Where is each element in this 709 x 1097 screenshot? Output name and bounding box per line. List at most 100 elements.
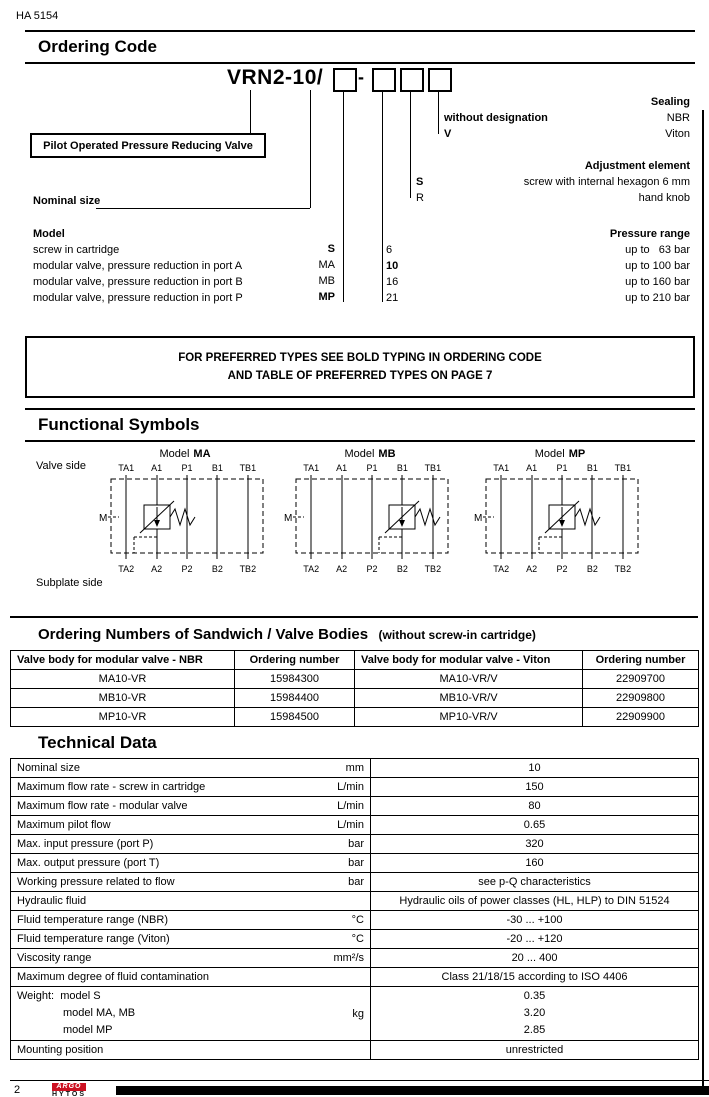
model-desc: modular valve, pressure reduction in por… (33, 292, 243, 304)
technical-data-title: Technical Data (38, 733, 157, 752)
table-row: Max. input pressure (port P)bar 320 (10, 834, 699, 854)
connector-line (250, 90, 251, 133)
table-row: MA10-VR 15984300 MA10-VR/V 22909700 (10, 669, 699, 689)
port-label: A1 (526, 463, 538, 473)
sealing-code: V (444, 128, 452, 140)
param-value: 80 (370, 796, 699, 816)
note-line-1: FOR PREFERRED TYPES SEE BOLD TYPING IN O… (178, 352, 542, 364)
param-value: 20 ... 400 (370, 948, 699, 968)
pressure-code: 16 (386, 276, 399, 288)
port-label: P1 (181, 463, 193, 473)
table-row: MB10-VR 15984400 MB10-VR/V 22909800 (10, 688, 699, 708)
bottom-port-labels: TA2 A2 P2 B2 TB2 (111, 564, 263, 576)
weight-value: 0.35 (523, 990, 546, 1002)
cell: Fluid temperature range (NBR)°C (10, 910, 371, 930)
cell: Weight: model S model MA, MB model MP kg (10, 986, 371, 1041)
param-unit: L/min (337, 781, 364, 793)
connector-line (343, 90, 344, 302)
top-port-labels: TA1 A1 P1 B1 TB1 (486, 463, 638, 475)
hydraulic-symbol-mb: M (284, 475, 449, 559)
param-label: Viscosity range (17, 952, 92, 964)
weight-value: 3.20 (523, 1007, 546, 1019)
weight-value: 2.85 (523, 1024, 546, 1036)
table-row: Fluid temperature range (Viton)°C -20 ..… (10, 929, 699, 949)
port-label: P1 (556, 463, 568, 473)
sandwich-title-suffix: (without screw-in cartridge) (378, 628, 536, 642)
param-unit: bar (348, 876, 364, 888)
port-label: A2 (151, 564, 163, 574)
param-value: 0.65 (370, 815, 699, 835)
cell: 15984500 (234, 707, 355, 727)
pressure-code: 21 (386, 292, 399, 304)
sandwich-table: Valve body for modular valve - NBR Order… (10, 650, 699, 727)
param-unit: kg (352, 1007, 364, 1020)
port-label: B1 (396, 463, 408, 473)
logo-argo-text: ARGO (52, 1083, 86, 1091)
param-label: Nominal size (17, 762, 80, 774)
logo-hytos-text: HYTOS (52, 1091, 86, 1097)
sealing-label: Viton (665, 128, 690, 140)
param-label: Mounting position (17, 1044, 104, 1056)
table-row: Max. output pressure (port T)bar 160 (10, 853, 699, 873)
param-value: 10 (370, 758, 699, 778)
port-label: B2 (211, 564, 223, 574)
param-label: Fluid temperature range (Viton) (17, 933, 170, 945)
pressure-label: up to 160 bar (625, 276, 690, 288)
port-label: P2 (366, 564, 378, 574)
model-code: MP (318, 291, 336, 303)
port-label: A2 (336, 564, 348, 574)
param-label: Max. output pressure (port T) (17, 857, 160, 869)
model-desc: modular valve, pressure reduction in por… (33, 260, 243, 272)
pressure-code: 6 (386, 244, 393, 256)
cell: MA10-VR/V (354, 669, 583, 689)
reducing-valve-symbol (133, 475, 196, 559)
model-code: S (327, 243, 335, 255)
model-desc: screw in cartridge (33, 244, 120, 256)
pressure-label: up to 100 bar (625, 260, 690, 272)
port-label: P1 (366, 463, 378, 473)
adjustment-code: R (416, 192, 424, 204)
param-label: Max. input pressure (port P) (17, 838, 154, 850)
weight-label-line: model MP (63, 1024, 113, 1036)
code-box-pressure-range (372, 68, 396, 92)
cell: 22909900 (582, 707, 699, 727)
model-word: Model (159, 448, 190, 460)
cell: 22909800 (582, 688, 699, 708)
col-header: Ordering number (234, 650, 355, 670)
table-row-weight: Weight: model S model MA, MB model MP kg… (10, 986, 699, 1041)
model-word: Model (344, 448, 375, 460)
nominal-size-label: Nominal size (33, 195, 101, 207)
cell: 15984300 (234, 669, 355, 689)
connector-line (410, 90, 411, 198)
subplate-side-label: Subplate side (36, 577, 103, 589)
param-unit: L/min (337, 819, 364, 831)
cell: 15984400 (234, 688, 355, 708)
gauge-port-label: M (99, 513, 107, 524)
bottom-port-labels: TA2 A2 P2 B2 TB2 (486, 564, 638, 576)
preferred-types-note: FOR PREFERRED TYPES SEE BOLD TYPING IN O… (25, 336, 695, 398)
top-port-labels: TA1 A1 P1 B1 TB1 (111, 463, 263, 475)
param-unit: °C (351, 914, 364, 926)
cell: Maximum degree of fluid contamination (10, 967, 371, 987)
port-label: TA2 (493, 564, 510, 574)
top-port-labels: TA1 A1 P1 B1 TB1 (296, 463, 448, 475)
model-code: MA (318, 259, 336, 271)
bottom-port-labels: TA2 A2 P2 B2 TB2 (296, 564, 448, 576)
ordering-code-prefix: VRN2-10/ (227, 66, 324, 89)
note-line-2: AND TABLE OF PREFERRED TYPES ON PAGE 7 (227, 370, 493, 382)
port-label: TB1 (614, 463, 632, 473)
port-label: P2 (181, 564, 193, 574)
port-label: TB1 (424, 463, 442, 473)
connector-line (438, 90, 439, 134)
param-value: Class 21/18/15 according to ISO 4406 (370, 967, 699, 987)
doc-number: HA 5154 (16, 10, 59, 22)
table-row: MP10-VR 15984500 MP10-VR/V 22909900 (10, 707, 699, 727)
cell: Mounting position (10, 1040, 371, 1060)
param-label: Maximum degree of fluid contamination (17, 971, 209, 983)
